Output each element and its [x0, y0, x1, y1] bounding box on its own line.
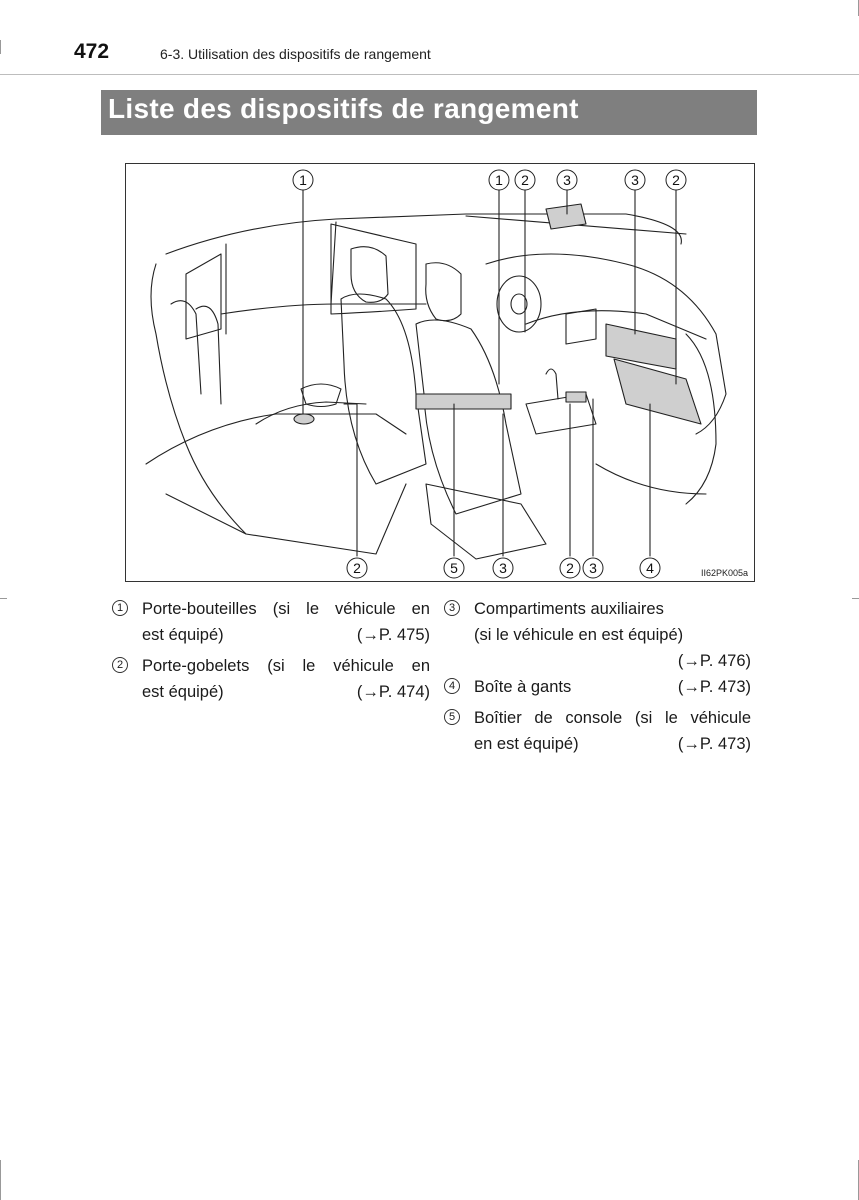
legend-line: Boîte à gants: [474, 678, 572, 696]
legend-line: Compartiments auxiliaires: [474, 600, 664, 618]
legend-line: Boîtier de console (si le véhicule: [474, 709, 751, 727]
legend-number: 4: [444, 678, 460, 694]
title-bar: [101, 90, 757, 135]
callout-label: 3: [563, 172, 571, 188]
legend-item: 2 Porte-gobelets (si le véhicule en est …: [112, 653, 430, 705]
callout-label: 3: [631, 172, 639, 188]
callout-label: 2: [672, 172, 680, 188]
callout-top-1: 1: [292, 169, 314, 191]
callout-top-5: 3: [624, 169, 646, 191]
legend-text: Boîtier de console (si le véhicule en es…: [474, 705, 751, 757]
callout-bottom-5: 3: [582, 557, 604, 579]
legend-item: 4 Boîte à gants (→P. 473): [444, 674, 751, 700]
callout-top-3: 2: [514, 169, 536, 191]
callout-bottom-2: 5: [443, 557, 465, 579]
legend-right: 3 Compartiments auxiliaires (si le véhic…: [444, 596, 751, 757]
callout-label: 3: [499, 560, 507, 576]
page-reference: (→P. 473): [677, 735, 751, 753]
callout-top-4: 3: [556, 169, 578, 191]
callout-label: 1: [299, 172, 307, 188]
legend-text: Boîte à gants (→P. 473): [474, 674, 751, 700]
legend-item: 1 Porte-bouteilles (si le véhicule en es…: [112, 596, 430, 648]
page-number: 472: [74, 40, 110, 63]
legend-text: Porte-bouteilles (si le véhicule en est …: [142, 596, 430, 648]
legend-item: 5 Boîtier de console (si le véhicule en …: [444, 705, 751, 757]
crop-mark: [852, 598, 859, 599]
callout-label: 2: [353, 560, 361, 576]
car-interior-drawing: 1 1 2 3 3 2: [145, 169, 727, 579]
callout-label: 5: [450, 560, 458, 576]
legend-number: 2: [112, 657, 128, 673]
storage-illustration: 1 1 2 3 3 2: [125, 163, 755, 582]
section-title: 6-3. Utilisation des dispositifs de rang…: [160, 46, 431, 62]
page-reference: (→P. 475): [356, 626, 430, 644]
crop-mark: [0, 598, 7, 599]
legend-line: est équipé): [142, 626, 224, 644]
legend-number: 3: [444, 600, 460, 616]
legend-line: Porte-bouteilles (si le véhicule en: [142, 600, 430, 618]
legend-text: Porte-gobelets (si le véhicule en est éq…: [142, 653, 430, 705]
page-title: Liste des dispositifs de rangement: [108, 93, 579, 124]
legend-number: 1: [112, 600, 128, 616]
crop-mark: [0, 1160, 1, 1200]
legend-left: 1 Porte-bouteilles (si le véhicule en es…: [112, 596, 430, 705]
legend-item: 3 Compartiments auxiliaires (si le véhic…: [444, 596, 751, 674]
page-reference: (→P. 474): [356, 683, 430, 701]
page-reference: (→P. 476): [677, 652, 751, 670]
callout-label: 2: [521, 172, 529, 188]
header-rule: [0, 74, 859, 75]
crop-mark: [0, 40, 1, 54]
figure-code: II62PK005a: [700, 568, 748, 578]
legend-line: Porte-gobelets (si le véhicule en: [142, 657, 430, 675]
legend-line: est équipé): [142, 683, 224, 701]
callout-bottom-6: 4: [639, 557, 661, 579]
legend-line: en est équipé): [474, 735, 579, 753]
page-reference: (→P. 473): [677, 678, 751, 696]
callout-top-6: 2: [665, 169, 687, 191]
legend-number: 5: [444, 709, 460, 725]
callout-label: 3: [589, 560, 597, 576]
legend-line: (si le véhicule en est équipé): [474, 626, 684, 644]
callout-label: 1: [495, 172, 503, 188]
callout-bottom-1: 2: [346, 557, 368, 579]
callout-bottom-3: 3: [492, 557, 514, 579]
callout-top-2: 1: [488, 169, 510, 191]
legend-text: Compartiments auxiliaires (si le véhicul…: [474, 596, 751, 674]
callout-bottom-4: 2: [559, 557, 581, 579]
callout-label: 2: [566, 560, 574, 576]
callout-label: 4: [646, 560, 654, 576]
